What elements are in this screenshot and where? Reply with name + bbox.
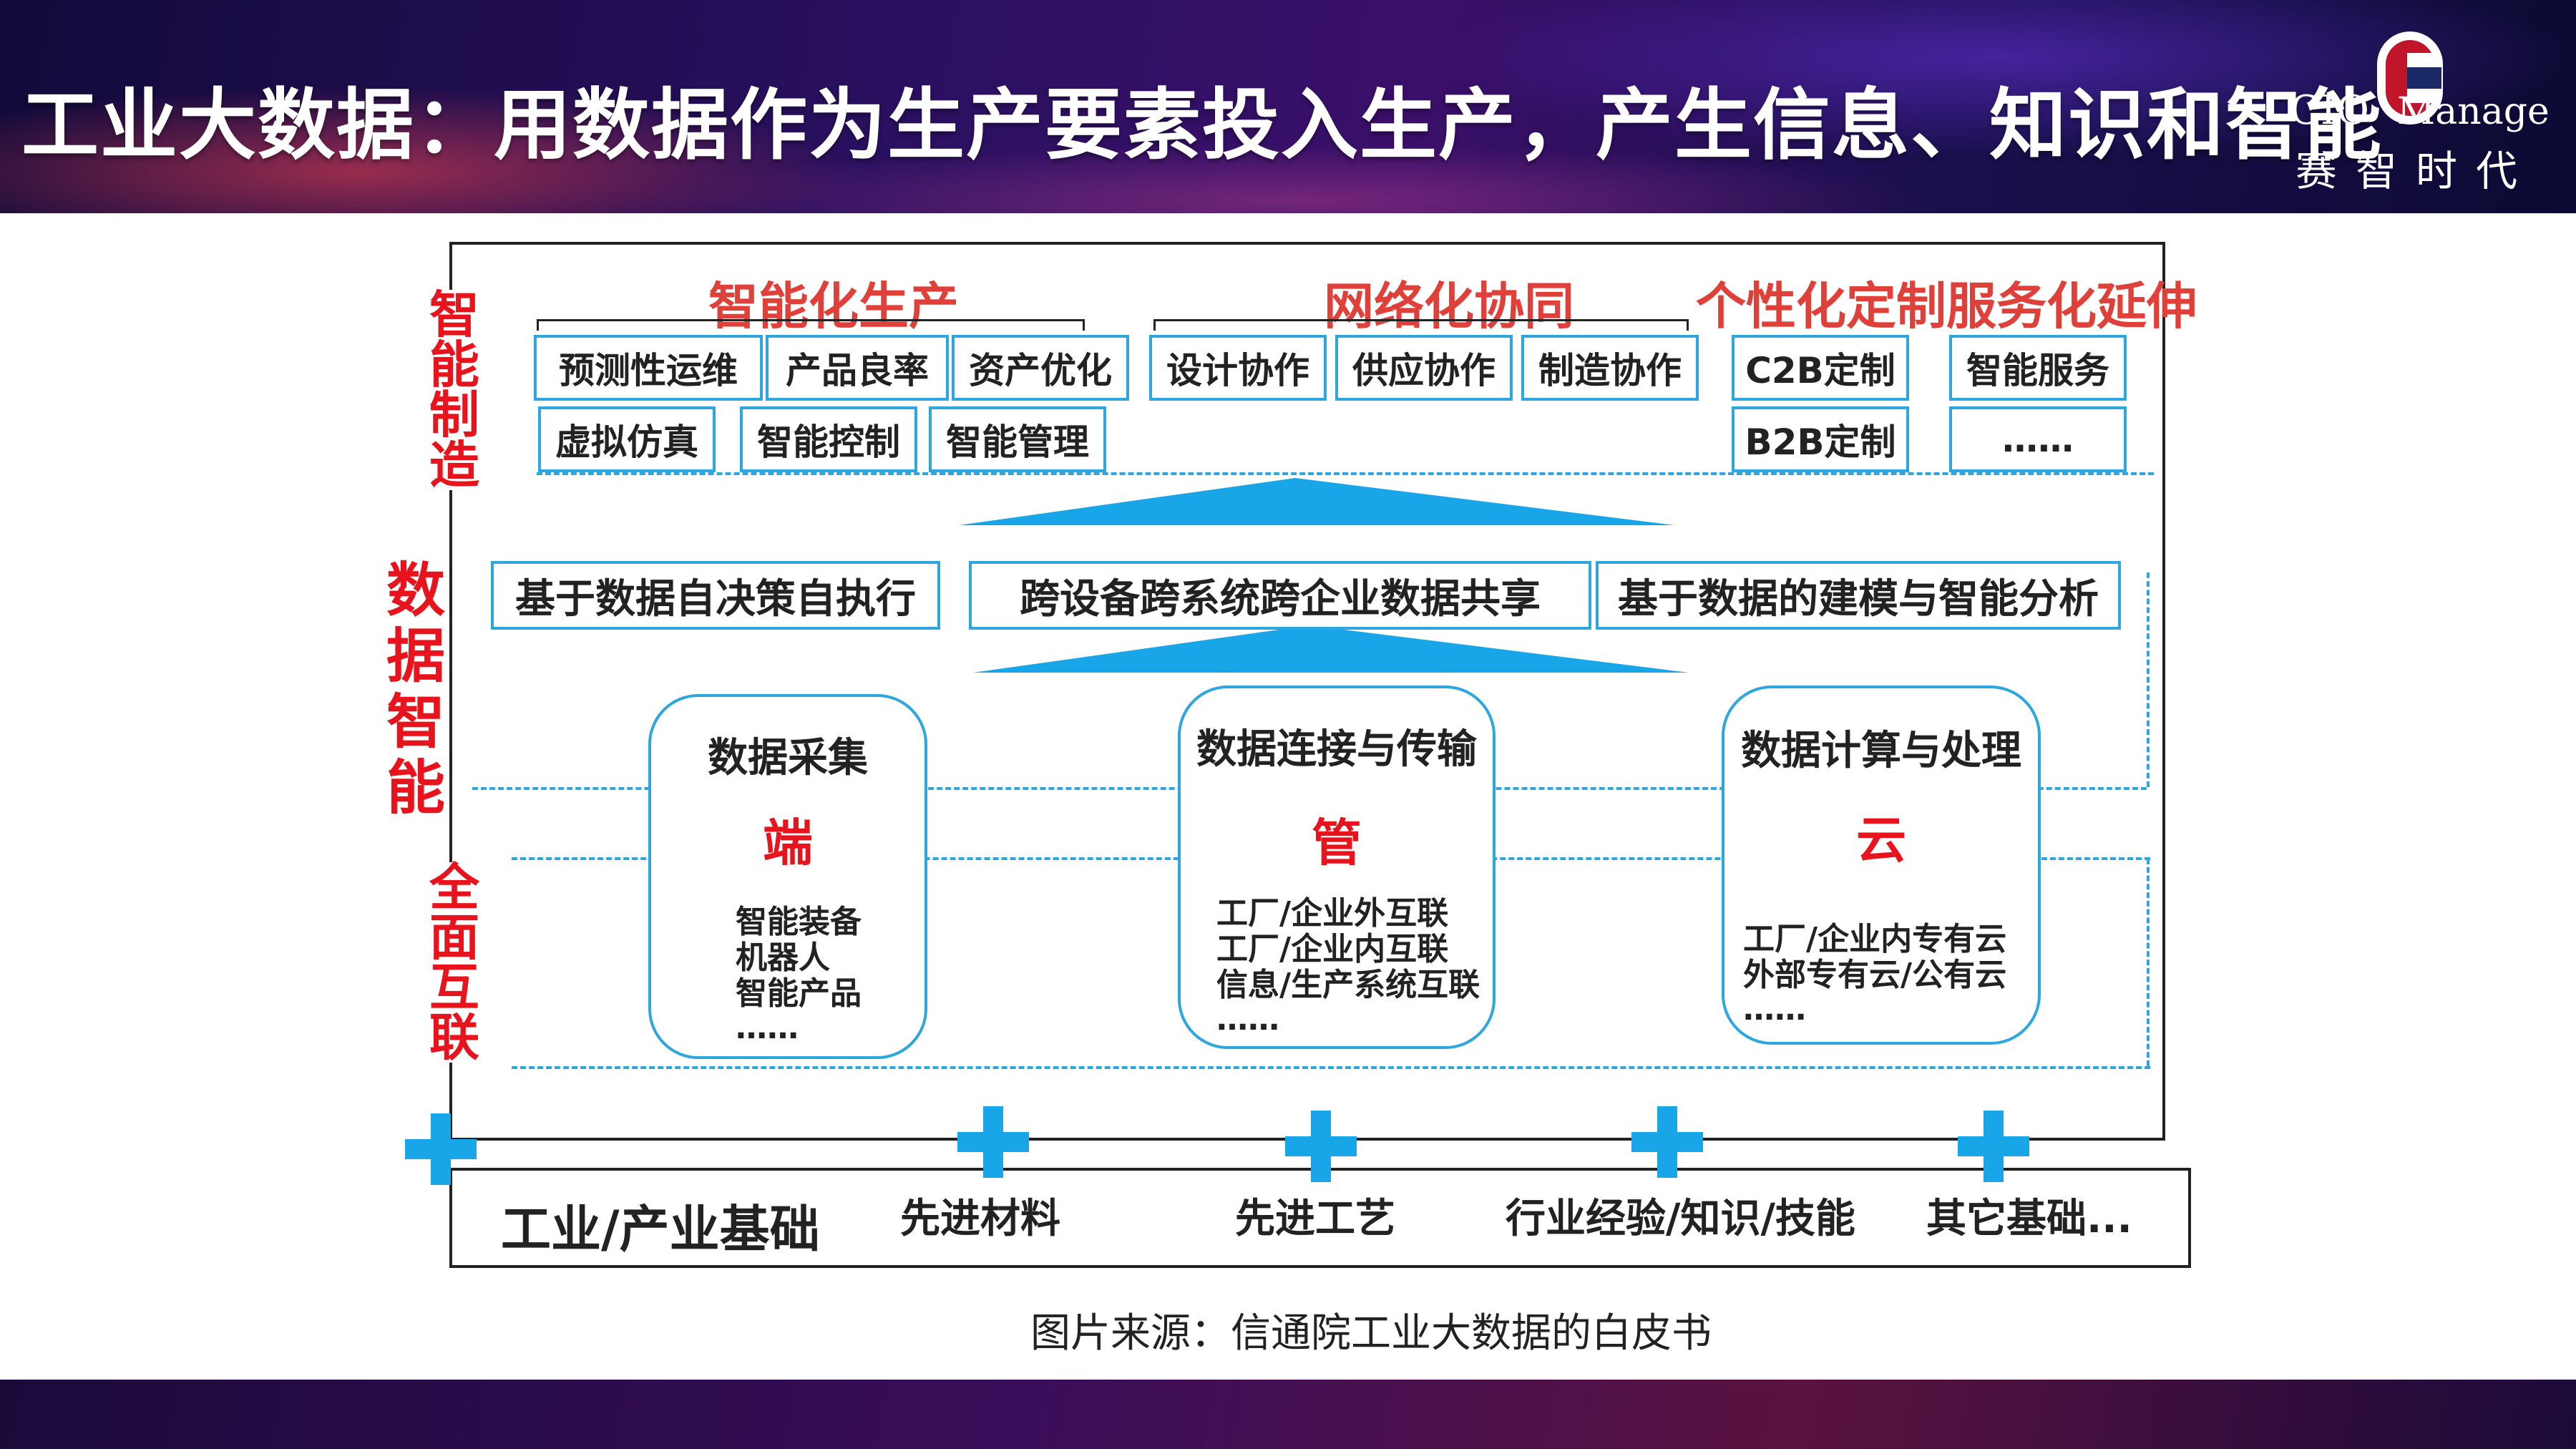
box-predictive-maintenance: 预测性运维: [534, 335, 763, 401]
box-product-yield: 产品良率: [766, 335, 949, 401]
box-asset-optimization: 资产优化: [952, 335, 1129, 401]
pill-cloud: 数据计算与处理 云 工厂/企业内专有云 外部专有云/公有云 ……: [1722, 686, 2041, 1045]
pill-item: ……: [736, 1010, 799, 1046]
pill-title: 数据采集: [708, 735, 868, 781]
separator-right-upper: [2147, 572, 2150, 787]
footer-band: [0, 1380, 2576, 1449]
layer-label-bottom: 全面互联: [422, 862, 487, 1063]
plus-icon: [957, 1106, 1029, 1178]
plus-icon: [1285, 1111, 1357, 1182]
logo-text-manage: Manage: [2397, 90, 2550, 133]
pill-item: 工厂/企业外互联: [1216, 895, 1449, 932]
pill-key: 端: [763, 814, 813, 872]
pill-title: 数据计算与处理: [1741, 728, 2021, 774]
logo-mark-icon: [2377, 31, 2443, 125]
box-manufacturing-collab: 制造协作: [1521, 335, 1699, 401]
pill-item: ……: [1743, 991, 1806, 1028]
logo-text-cn: 赛智时代: [2296, 147, 2537, 195]
pill-title: 数据连接与传输: [1196, 726, 1477, 773]
box-data-modeling: 基于数据的建模与智能分析: [1596, 561, 2121, 630]
separator-top: [537, 472, 2154, 475]
base-item: 行业经验/知识/技能: [1506, 1196, 1855, 1242]
header-banner: 工业大数据：用数据作为生产要素投入生产，产生信息、知识和智能 CIO Manag…: [0, 0, 2576, 213]
header-glow: [0, 86, 859, 213]
pill-item: 智能产品: [736, 975, 862, 1012]
section-title-network-collab: 网络化协同: [1324, 277, 1574, 336]
box-c2b-custom: C2B定制: [1732, 335, 1909, 401]
pill-item: ……: [1216, 1001, 1279, 1038]
box-ellipsis: ……: [1949, 406, 2127, 472]
section-title-smart-production: 智能化生产: [708, 277, 959, 336]
box-data-sharing: 跨设备跨系统跨企业数据共享: [969, 561, 1591, 630]
section-title-customization: 个性化定制服务化延伸: [1696, 277, 2197, 336]
plus-icon: [1631, 1106, 1703, 1178]
pill-item: 信息/生产系统互联: [1216, 967, 1480, 1003]
separator-bottom: [512, 1066, 2150, 1069]
pill-key: 云: [1856, 811, 1906, 869]
image-source-caption: 图片来源：信通院工业大数据的白皮书: [1030, 1310, 1712, 1357]
pill-item: 外部专有云/公有云: [1743, 957, 2007, 993]
box-data-decision: 基于数据自决策自执行: [491, 561, 940, 630]
layer-label-top: 智能制造: [422, 290, 487, 490]
box-smart-service: 智能服务: [1949, 335, 2127, 401]
separator-right-lower: [2147, 859, 2150, 1066]
pill-item: 工厂/企业内互联: [1216, 931, 1449, 967]
pill-key: 管: [1312, 814, 1362, 872]
page-title: 工业大数据：用数据作为生产要素投入生产，产生信息、知识和智能: [21, 81, 2384, 170]
box-virtual-simulation: 虚拟仿真: [538, 406, 716, 472]
section-bracket: [537, 319, 1085, 331]
pill-item: 工厂/企业内专有云: [1743, 921, 2007, 957]
box-b2b-custom: B2B定制: [1732, 406, 1909, 472]
pill-item: 机器人: [736, 940, 830, 976]
box-smart-control: 智能控制: [740, 406, 917, 472]
box-smart-management: 智能管理: [929, 406, 1106, 472]
pill-edge: 数据采集 端 智能装备 机器人 智能产品 ……: [648, 694, 927, 1059]
upward-triangle-icon: [973, 625, 1689, 673]
pill-item: 智能装备: [736, 904, 862, 940]
plus-icon: [405, 1113, 477, 1185]
base-item: 先进工艺: [1235, 1196, 1395, 1242]
base-lead-label: 工业/产业基础: [501, 1200, 820, 1259]
logo-text-cio: CIO: [2290, 87, 2369, 134]
layer-label-middle: 数据智能: [384, 558, 448, 821]
base-item: 其它基础...: [1926, 1196, 2132, 1242]
pill-pipe: 数据连接与传输 管 工厂/企业外互联 工厂/企业内互联 信息/生产系统互联 ……: [1178, 686, 1496, 1049]
box-design-collab: 设计协作: [1149, 335, 1327, 401]
header-glow: [644, 143, 1932, 213]
section-bracket: [1153, 319, 1689, 331]
brand-logo: CIO Manage 赛智时代: [2275, 21, 2562, 195]
box-supply-collab: 供应协作: [1335, 335, 1513, 401]
base-item: 先进材料: [900, 1196, 1060, 1242]
upward-triangle-icon: [959, 478, 1674, 525]
plus-icon: [1958, 1111, 2029, 1182]
